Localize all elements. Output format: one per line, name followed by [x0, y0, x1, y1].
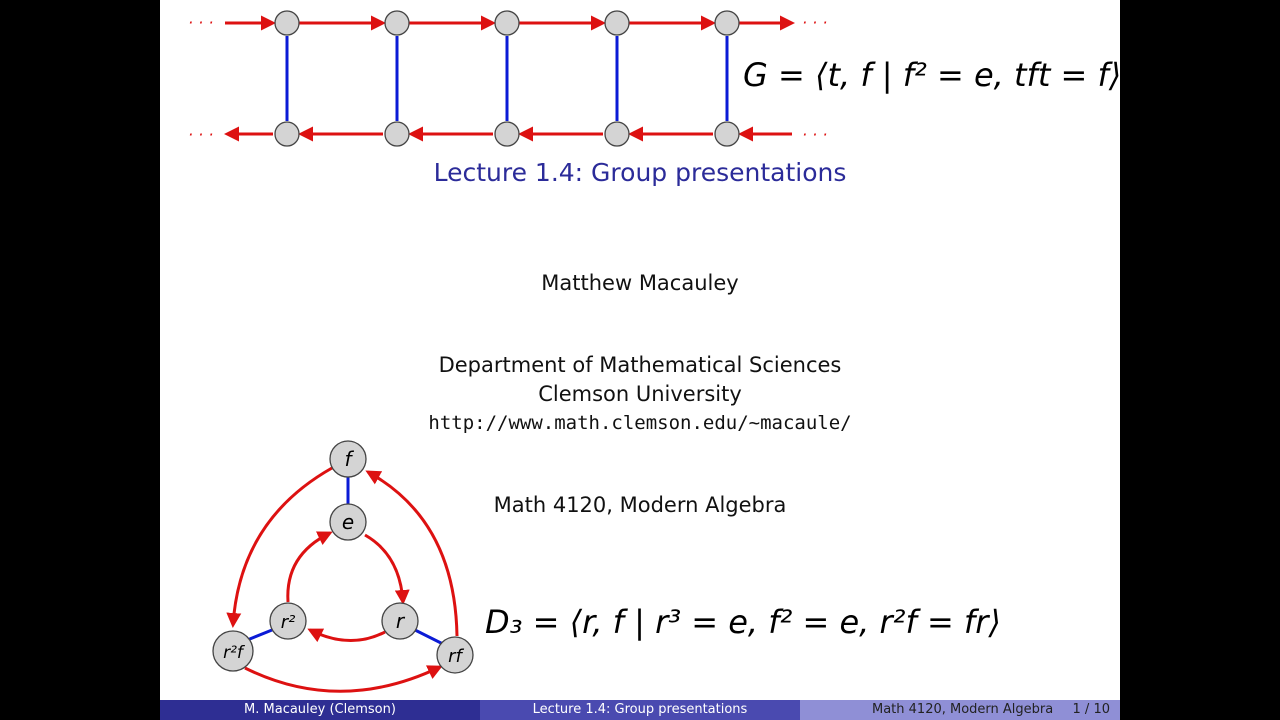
d3-nodes	[212, 440, 474, 674]
ellipsis-bottom-left: · · ·	[188, 125, 213, 144]
footer-page-number: 1 / 10	[1072, 702, 1110, 717]
ladder-nodes	[274, 10, 740, 147]
ladder-cayley-graph: · · · · · · · · · · · ·	[188, 10, 827, 147]
node-f	[329, 440, 367, 478]
node-rf	[436, 636, 474, 674]
homepage-url[interactable]: http://www.math.clemson.edu/~macaule/	[428, 412, 852, 434]
label-r: r	[396, 609, 406, 633]
g-presentation: G = ⟨t, f | f² = e, tft = f⟩	[743, 56, 1120, 94]
node-r	[381, 602, 419, 640]
slide: · · · · · · · · · · · ·	[160, 0, 1120, 720]
node-r2	[269, 602, 307, 640]
ellipsis-top-left: · · ·	[188, 13, 213, 32]
footer-course-page: Math 4120, Modern Algebra 1 / 10	[800, 700, 1120, 720]
d3-inner-red-edges	[286, 531, 410, 643]
ellipsis-bottom-right: · · ·	[802, 125, 827, 144]
lecture-title: Lecture 1.4: Group presentations	[433, 158, 847, 187]
university: Clemson University	[538, 382, 742, 406]
course-name: Math 4120, Modern Algebra	[493, 493, 787, 517]
footer-bar: M. Macauley (Clemson) Lecture 1.4: Group…	[160, 700, 1120, 720]
department: Department of Mathematical Sciences	[438, 353, 842, 377]
d3-presentation: D₃ = ⟨r, f | r³ = e, f² = e, r²f = fr⟩	[485, 603, 1001, 641]
label-r2: r²	[281, 612, 296, 633]
label-f: f	[344, 447, 354, 471]
footer-author: M. Macauley (Clemson)	[160, 700, 480, 720]
node-r2f	[212, 630, 254, 672]
author-name: Matthew Macauley	[541, 271, 739, 295]
ellipsis-top-right: · · ·	[802, 13, 827, 32]
label-r2f: r²f	[223, 643, 246, 663]
footer-course: Math 4120, Modern Algebra	[872, 702, 1054, 717]
label-rf: rf	[448, 646, 464, 667]
ladder-rungs	[285, 36, 729, 121]
footer-title: Lecture 1.4: Group presentations	[480, 700, 800, 720]
